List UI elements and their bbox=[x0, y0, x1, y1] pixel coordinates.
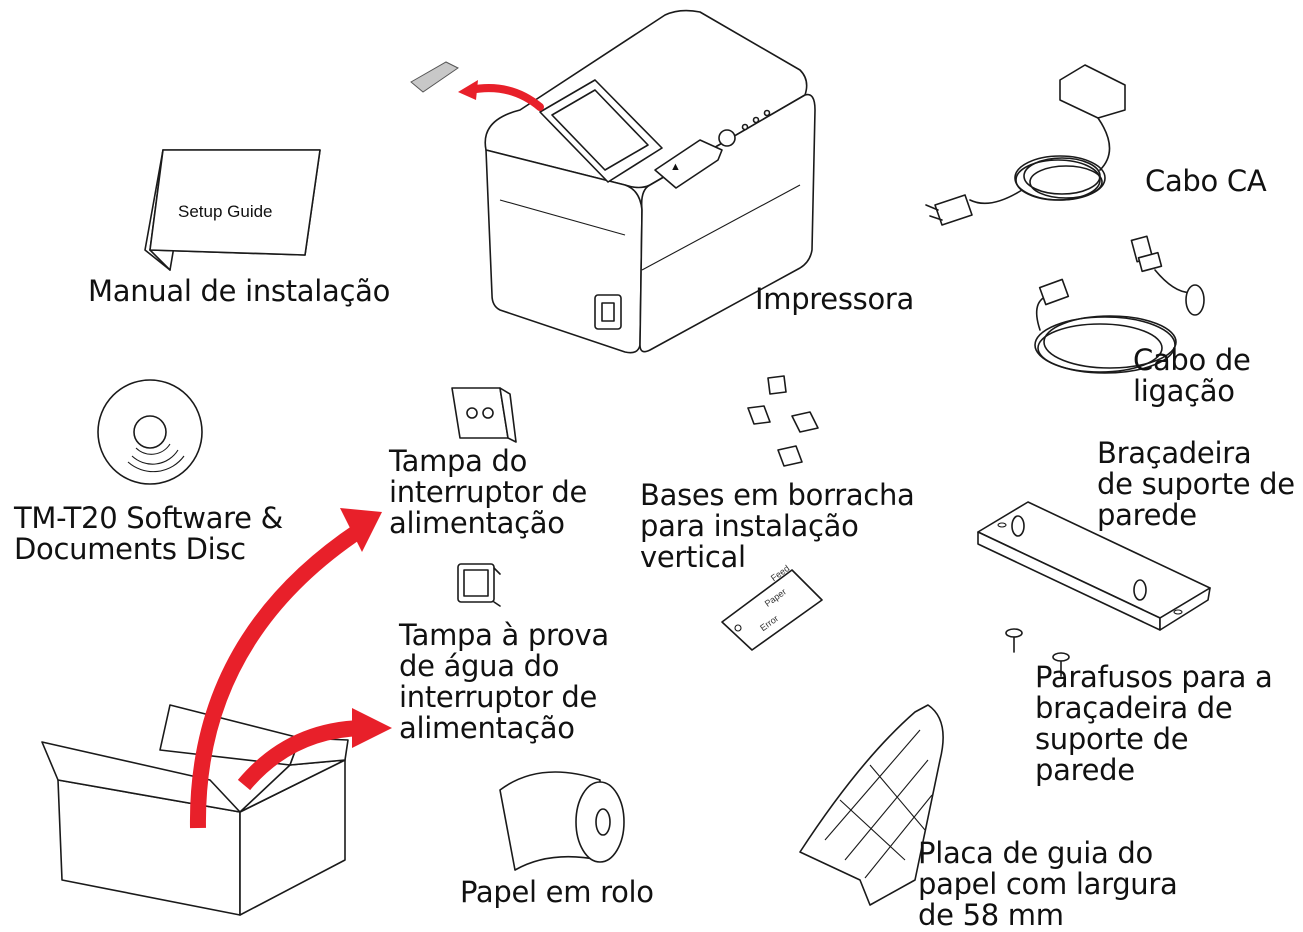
switch-cover-illustration bbox=[451, 387, 517, 443]
label-paper-roll: Papel em rolo bbox=[460, 875, 654, 909]
connection-cable-illustration bbox=[1034, 235, 1205, 374]
label-wall-bracket: Braçadeira de suporte de parede bbox=[1097, 436, 1295, 532]
setup-guide-cover-text: Setup Guide bbox=[178, 202, 273, 221]
label-manual: Manual de instalação bbox=[88, 274, 391, 308]
waterproof-cover-illustration bbox=[457, 563, 501, 607]
svg-text:▲: ▲ bbox=[670, 161, 681, 173]
label-rubber-feet: Bases em borracha para instalação vertic… bbox=[640, 478, 915, 574]
screws-illustration bbox=[1005, 628, 1070, 677]
label-waterproof-cover: Tampa à prova de água do interruptor de … bbox=[399, 618, 609, 745]
paper-roll-illustration bbox=[499, 771, 625, 871]
label-switch-cover: Tampa do interruptor de alimentação bbox=[389, 444, 588, 540]
label-screws: Parafusos para a braçadeira de suporte d… bbox=[1035, 660, 1273, 787]
label-connection-cable: Cabo de ligação bbox=[1133, 343, 1251, 408]
wall-bracket-illustration bbox=[977, 501, 1211, 631]
label-paper-guide: Placa de guia do papel com largura de 58… bbox=[918, 836, 1178, 932]
ac-cable-illustration bbox=[925, 64, 1126, 226]
unpack-arrows bbox=[189, 508, 392, 829]
panel-sticker-illustration: Feed Paper Error bbox=[721, 563, 823, 651]
rubber-feet-illustration bbox=[747, 375, 819, 467]
setup-guide-booklet: Setup Guide bbox=[144, 149, 321, 271]
label-cd: TM-T20 Software & Documents Disc bbox=[14, 501, 283, 566]
cd-illustration bbox=[97, 379, 203, 485]
tape-removal bbox=[410, 61, 544, 111]
printer-illustration: ▲ bbox=[484, 9, 816, 354]
label-ac-cable: Cabo CA bbox=[1145, 164, 1267, 198]
paper-guide-illustration bbox=[799, 704, 944, 906]
label-printer: Impressora bbox=[755, 282, 914, 316]
